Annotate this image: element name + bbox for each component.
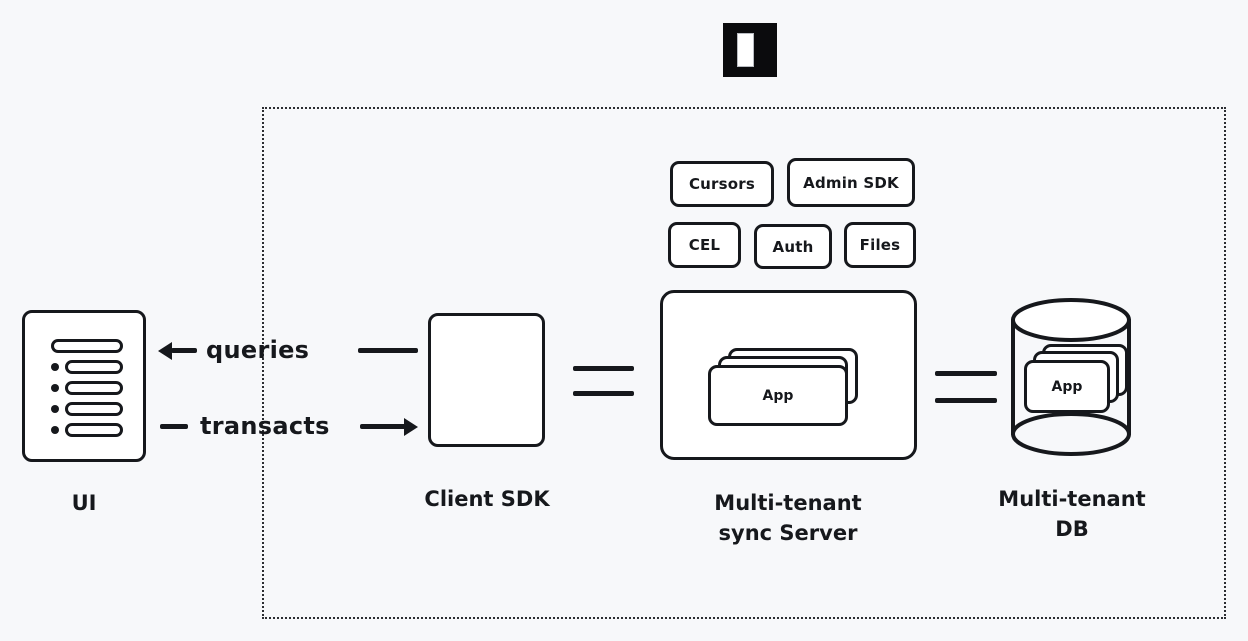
feature-chip-label: CEL: [688, 236, 721, 254]
feature-chip-files[interactable]: Files: [844, 222, 916, 268]
bullet-dot-icon: [51, 384, 59, 392]
instant-logo-mark: [737, 33, 754, 67]
ui-content-rows: [51, 339, 123, 437]
system-boundary: [262, 107, 1226, 619]
bullet-dot-icon: [51, 363, 59, 371]
feature-chip-label: Admin SDK: [803, 173, 899, 192]
queries-edge-line-right: [358, 348, 418, 353]
transacts-edge-line-left: [160, 424, 188, 429]
database-node-caption: Multi-tenant DB: [998, 487, 1146, 542]
app-card-label: App: [762, 387, 794, 404]
transacts-arrow-line: [360, 424, 406, 429]
feature-chip-cel[interactable]: CEL: [668, 222, 741, 268]
ui-row: [51, 402, 123, 416]
db-app-card-stack: App: [1024, 344, 1129, 417]
app-card-front: App: [1024, 360, 1110, 413]
feature-chip-label: Auth: [772, 237, 814, 256]
ui-row-pill: [65, 402, 123, 416]
queries-arrow-line: [171, 348, 197, 353]
transacts-arrow-head-icon: [404, 418, 418, 436]
instant-logo: [723, 23, 777, 77]
ui-row-pill: [65, 381, 123, 395]
app-card-front: App: [708, 365, 848, 426]
ui-node-caption: UI: [71, 491, 97, 515]
edge-label-queries: queries: [206, 336, 310, 364]
sync-server-node: [660, 290, 917, 460]
connector-client-server-top: [573, 366, 634, 371]
ui-row-pill: [65, 423, 123, 437]
sync-server-node-caption: Multi-tenant sync Server: [714, 491, 862, 546]
connector-server-db-bottom: [935, 398, 997, 403]
client-sdk-node: [428, 313, 545, 447]
database-node: [1008, 295, 1134, 459]
connector-server-db-top: [935, 371, 997, 376]
feature-chip-label: Files: [859, 236, 901, 254]
database-cylinder-icon: [1011, 298, 1131, 456]
app-card-label: App: [1051, 378, 1083, 395]
client-sdk-node-caption: Client SDK: [424, 487, 550, 511]
server-app-card-stack: App: [708, 348, 858, 426]
bullet-dot-icon: [51, 426, 59, 434]
ui-row: [51, 339, 123, 353]
ui-row: [51, 423, 123, 437]
feature-chip-admin-sdk[interactable]: Admin SDK: [787, 158, 915, 207]
feature-chip-label: Cursors: [688, 175, 756, 193]
ui-node: [22, 310, 146, 462]
ui-row: [51, 381, 123, 395]
edge-label-transacts: transacts: [200, 412, 330, 440]
queries-arrow-head-icon: [158, 342, 172, 360]
bullet-dot-icon: [51, 405, 59, 413]
ui-row-pill: [51, 339, 123, 353]
feature-chip-auth[interactable]: Auth: [754, 224, 832, 269]
connector-client-server-bottom: [573, 391, 634, 396]
ui-row-pill: [65, 360, 123, 374]
ui-row: [51, 360, 123, 374]
feature-chip-cursors[interactable]: Cursors: [670, 161, 774, 207]
